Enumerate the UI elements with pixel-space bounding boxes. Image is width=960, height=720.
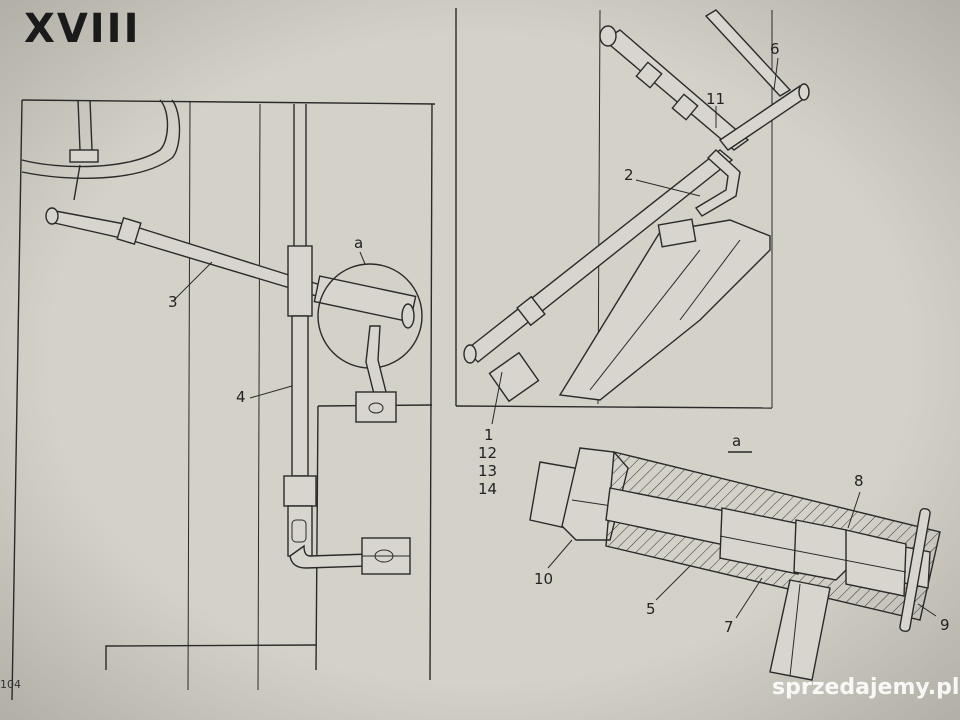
label-part-4: 4	[236, 388, 246, 406]
label-part-13: 13	[478, 462, 497, 480]
page-number: 104	[0, 678, 21, 691]
detail-view-a: a 10 5 7 8 9	[529, 432, 950, 681]
label-part-10: 10	[534, 570, 553, 588]
detail-view-title: a	[732, 432, 741, 450]
sheet-number: XVIII	[24, 6, 140, 52]
label-part-14: 14	[478, 480, 497, 498]
watermark: sprzedajemy.pl	[772, 675, 959, 700]
label-part-3: 3	[168, 293, 178, 311]
label-detail-circle: a	[354, 234, 363, 252]
label-part-2: 2	[624, 166, 634, 184]
right-top-panel: 6 11 2 1 12 13 14	[455, 8, 810, 498]
label-part-8: 8	[854, 472, 864, 490]
label-part-12: 12	[478, 444, 497, 462]
label-part-7: 7	[724, 618, 734, 636]
label-part-6: 6	[770, 40, 780, 58]
label-part-5: 5	[646, 600, 656, 618]
label-part-11: 11	[706, 90, 725, 108]
label-part-1: 1	[484, 426, 494, 444]
label-part-9: 9	[940, 616, 950, 634]
left-panel: 3 4 a 104	[0, 99, 436, 701]
